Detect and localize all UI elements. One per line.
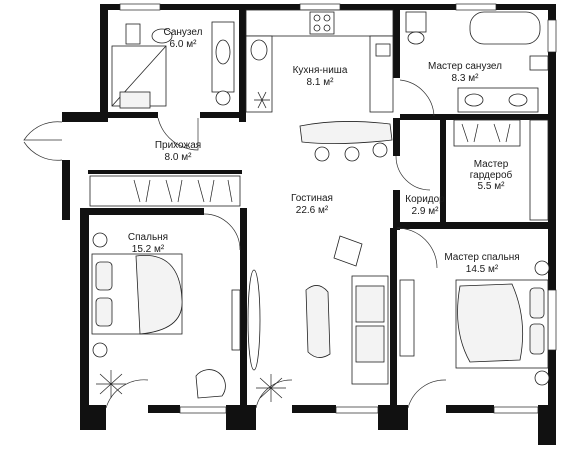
kitchen-area: 8.1 м² [307, 77, 335, 88]
windows [119, 3, 557, 414]
master-wardrobe-name-line1: Мастер [474, 159, 509, 170]
hallway-name: Прихожая [155, 140, 201, 151]
living-area: 22.6 м² [296, 205, 329, 216]
corridor-name: Коридор [405, 194, 445, 205]
wardrobes [89, 119, 549, 221]
bathroom-area: 6.0 м² [170, 39, 198, 50]
bedroom-furniture [91, 232, 241, 399]
room-labels: Санузел 6.0 м² Кухня-ниша 8.1 м² Мастер … [128, 27, 520, 275]
master-wardrobe-area: 5.5 м² [478, 181, 506, 192]
master-bathroom-name: Мастер санузел [428, 61, 502, 72]
bathroom-fixtures [111, 21, 235, 109]
master-bedroom-furniture [399, 260, 550, 386]
master-bathroom-area: 8.3 м² [452, 73, 480, 84]
kitchen-name: Кухня-ниша [293, 65, 348, 76]
corridor-area: 2.9 м² [412, 206, 440, 217]
bedroom-name: Спальня [128, 232, 168, 243]
living-furniture [247, 235, 389, 402]
master-bedroom-name: Мастер спальня [444, 252, 519, 263]
master-bathroom-fixtures [405, 11, 549, 113]
bedroom-area: 15.2 м² [132, 244, 165, 255]
bathroom-name: Санузел [164, 27, 203, 38]
master-bedroom-area: 14.5 м² [466, 264, 499, 275]
hallway-area: 8.0 м² [165, 152, 193, 163]
doors [23, 79, 447, 409]
living-name: Гостиная [291, 193, 333, 204]
kitchen-fixtures [245, 9, 394, 162]
master-wardrobe-name-line2: гардероб [470, 169, 513, 181]
